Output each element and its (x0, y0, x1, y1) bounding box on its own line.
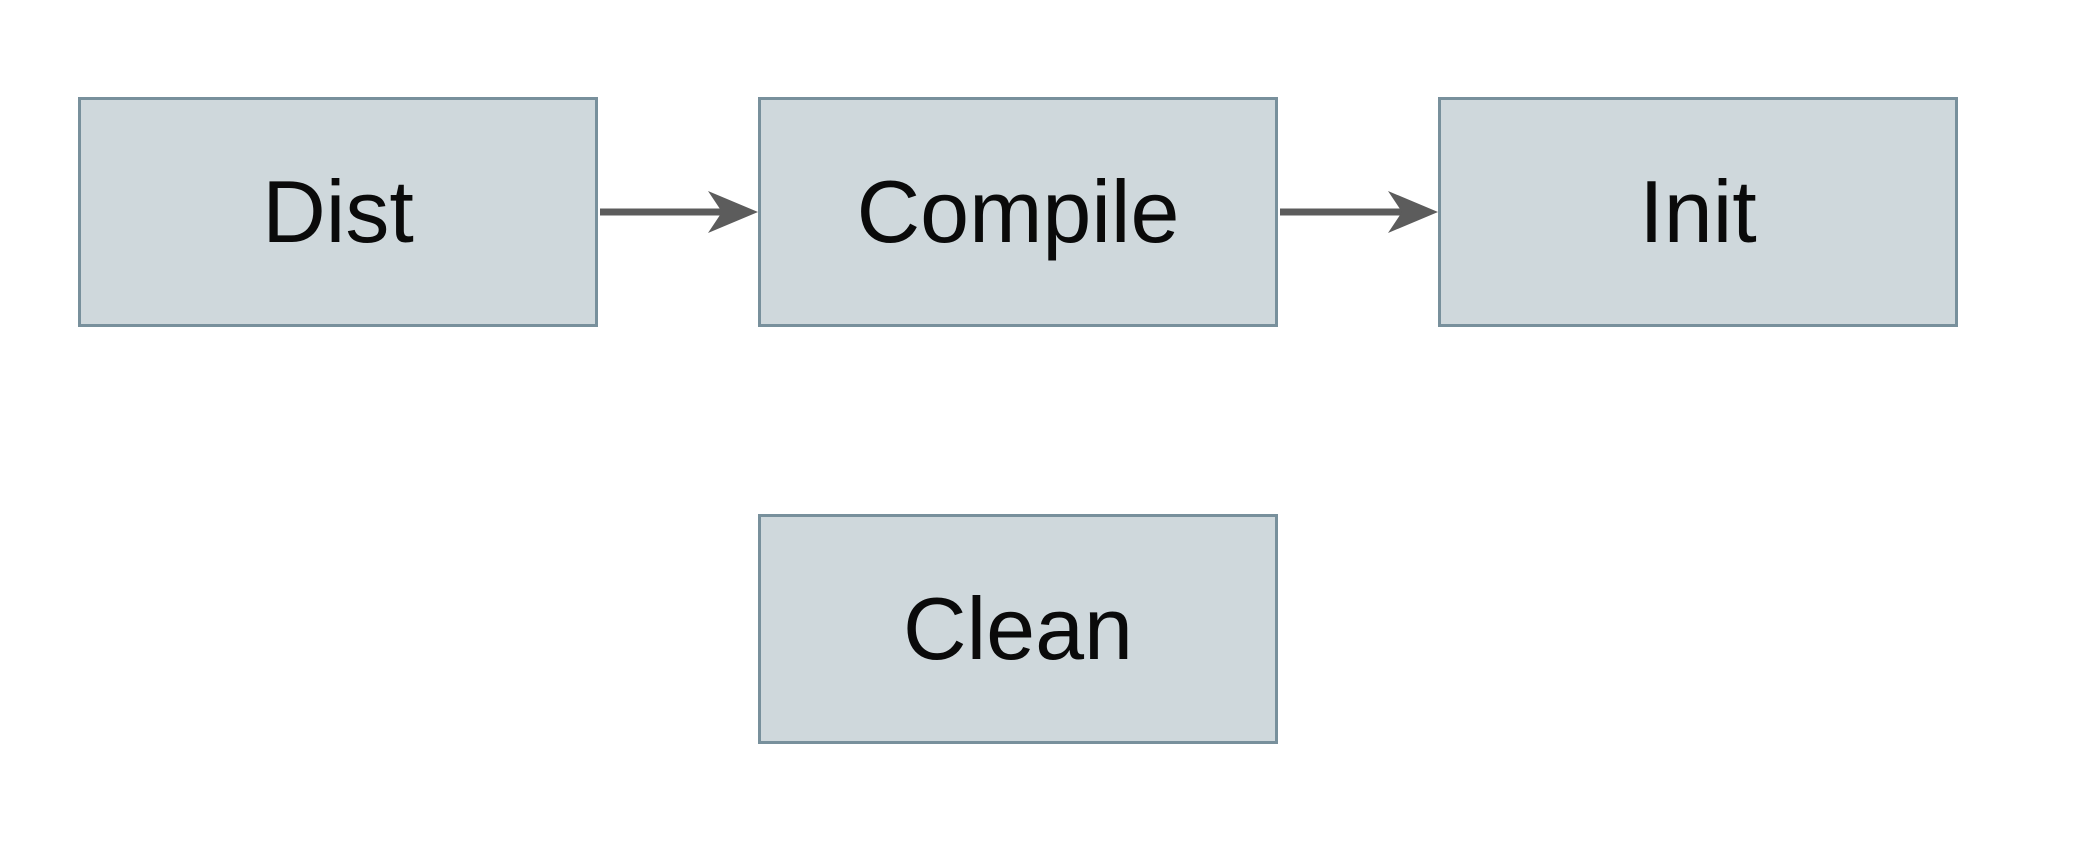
node-dist-label: Dist (262, 162, 414, 261)
arrow-head-icon (708, 191, 758, 233)
node-compile-label: Compile (856, 162, 1180, 261)
arrow-dist-to-compile (600, 191, 758, 233)
node-clean: Clean (758, 514, 1278, 744)
node-init-label: Init (1639, 162, 1757, 261)
node-clean-label: Clean (903, 579, 1133, 678)
node-compile: Compile (758, 97, 1278, 327)
arrow-head-icon (1388, 191, 1438, 233)
node-init: Init (1438, 97, 1958, 327)
arrow-compile-to-init (1280, 191, 1438, 233)
node-dist: Dist (78, 97, 598, 327)
